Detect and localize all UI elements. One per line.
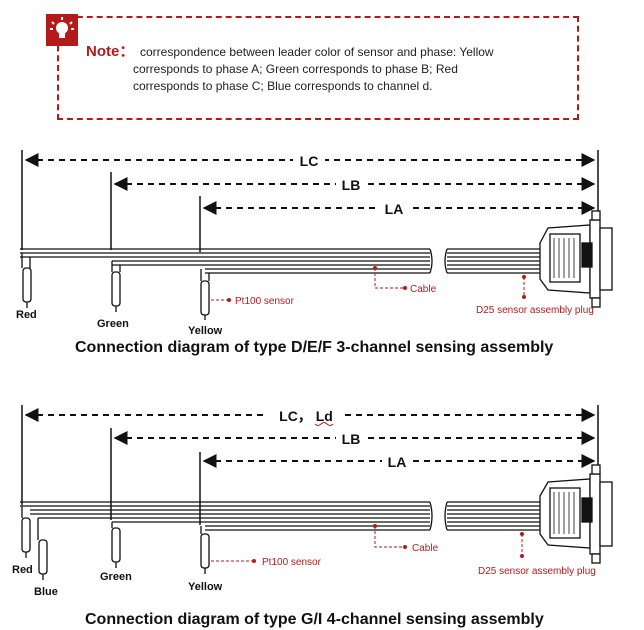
- note-line-1: correspondence between leader color of s…: [140, 45, 494, 59]
- callout-pt100-1: Pt100 sensor: [211, 296, 295, 307]
- dim-la-label-1: LA: [385, 201, 404, 217]
- wire-label-green-1: Green: [97, 318, 129, 330]
- callout-plug-2: D25 sensor assembly plug: [478, 532, 596, 577]
- note-text: correspondence between leader color of s…: [133, 44, 560, 95]
- sensor-red-2: [21, 506, 31, 558]
- sensor-red-1: [21, 253, 32, 308]
- callout-cable-label-1: Cable: [410, 284, 437, 295]
- callout-cable-1: Cable: [373, 266, 437, 295]
- wire-label-red-2: Red: [12, 564, 33, 576]
- callout-plug-label-2: D25 sensor assembly plug: [478, 566, 596, 577]
- wire-label-blue-2: Blue: [34, 586, 58, 598]
- dim-lc-label-2: LC， Ld: [279, 408, 333, 424]
- diagram-2: LC， Ld LB LA: [12, 405, 613, 628]
- callout-plug-label-1: D25 sensor assembly plug: [476, 305, 594, 316]
- callout-plug-1: D25 sensor assembly plug: [476, 275, 594, 316]
- sensor-blue-2: [37, 518, 48, 580]
- note-box: [57, 16, 579, 120]
- lightbulb-icon: [46, 14, 78, 46]
- wire-label-yellow-2: Yellow: [188, 581, 223, 593]
- cable-bundle-2: [20, 501, 540, 531]
- wire-label-green-2: Green: [100, 571, 132, 583]
- callout-cable-label-2: Cable: [412, 543, 439, 554]
- wire-label-yellow-1: Yellow: [188, 325, 223, 337]
- note-line-2: corresponds to phase A; Green correspond…: [133, 62, 458, 76]
- d25-plug-2: [539, 464, 613, 564]
- sensor-green-1: [111, 261, 121, 312]
- dim-lb-label-2: LB: [342, 431, 361, 447]
- diagram-1: LC LB LA: [16, 150, 613, 356]
- callout-cable-2: Cable: [373, 524, 439, 554]
- callout-pt100-label-2: Pt100 sensor: [262, 557, 322, 568]
- note-line-3: corresponds to phase C; Blue corresponds…: [133, 79, 433, 93]
- dim-lb-label-1: LB: [342, 177, 361, 193]
- cable-bundle-1: [20, 248, 540, 274]
- note-label: Note：: [86, 43, 135, 60]
- diagram-title-2: Connection diagram of type G/I 4-channel…: [85, 611, 544, 628]
- callout-pt100-label-1: Pt100 sensor: [235, 296, 295, 307]
- dim-la-label-2: LA: [388, 454, 407, 470]
- sensor-yellow-1: [200, 269, 210, 320]
- dim-lc-label-1: LC: [300, 153, 319, 169]
- wire-label-red-1: Red: [16, 309, 37, 321]
- sensor-yellow-2: [200, 526, 210, 574]
- sensor-green-2: [111, 522, 121, 568]
- diagram-title-1: Connection diagram of type D/E/F 3-chann…: [75, 339, 553, 356]
- d25-plug-1: [539, 210, 613, 308]
- callout-pt100-2: Pt100 sensor: [211, 557, 322, 568]
